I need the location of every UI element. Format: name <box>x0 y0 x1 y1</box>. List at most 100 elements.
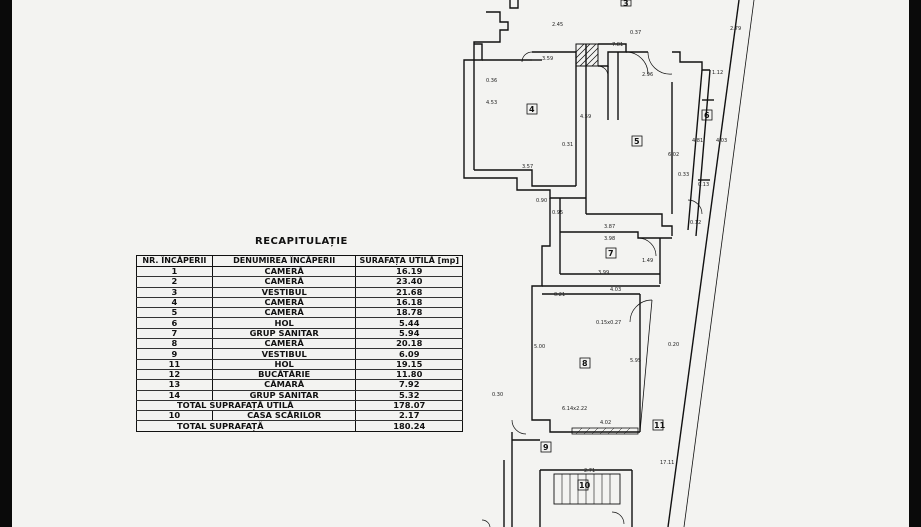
cell-nr: 5 <box>136 307 213 319</box>
dim-label: 3.98 <box>604 236 615 242</box>
cell-area: 20.18 <box>355 338 463 350</box>
room-label-3: 3 <box>623 0 629 8</box>
room-label-11: 11 <box>654 421 666 430</box>
room-label-8: 8 <box>582 359 588 368</box>
cell-area: 19.15 <box>355 359 463 370</box>
cell-nr: 6 <box>136 317 213 329</box>
cell-name: CASA SCĂRILOR <box>211 410 357 422</box>
dim-label: 1.49 <box>642 258 653 264</box>
cell-area: 11.80 <box>355 369 463 381</box>
cell-name: BUCĂTĂRIE <box>211 369 357 381</box>
cell-area: 23.40 <box>355 276 463 288</box>
dim-label: 4.03 <box>610 287 621 293</box>
cell-area: 21.68 <box>355 287 463 298</box>
dim-label: 2.79 <box>730 26 741 32</box>
cell-name: CAMERĂ <box>211 266 357 278</box>
cell-name: GRUP SANITAR <box>211 328 357 340</box>
scan-right-edge <box>909 0 921 527</box>
recap-header-row: NR. ÎNCĂPERII DENUMIREA ÎNCĂPERII SURAFA… <box>136 255 463 267</box>
floor-plan-sheet: 3 4 5 6 7 8 9 10 11 3.59 7.81 2.96 4.53 … <box>12 0 909 527</box>
dim-label: 0.15x0.27 <box>596 320 621 326</box>
total-row: TOTAL SUPRAFAȚĂ 180.24 <box>135 420 463 432</box>
dim-label: 0.90 <box>536 198 547 204</box>
cell-area: 5.44 <box>355 317 463 329</box>
total-area: 180.24 <box>355 420 463 432</box>
header-area: SURAFAȚA UTILĂ [mp] <box>355 255 463 267</box>
cell-nr: 4 <box>136 297 213 309</box>
room-label-7: 7 <box>608 249 614 258</box>
cell-nr: 3 <box>136 287 213 298</box>
total-util-area: 178.07 <box>355 400 463 412</box>
dim-label: 0.36 <box>486 78 497 84</box>
dim-label: 7.81 <box>612 42 623 48</box>
cell-name: GRUP SANITAR <box>211 390 357 401</box>
dim-label: 3.87 <box>604 224 615 230</box>
dim-label: 0.31 <box>562 142 573 148</box>
total-util-label: TOTAL SUPRAFAȚĂ UTILĂ <box>135 400 357 412</box>
room-label-10: 10 <box>579 481 591 490</box>
cell-name: VESTIBUL <box>211 287 357 298</box>
cell-name: CĂMARĂ <box>211 379 357 391</box>
dim-label: 0.20 <box>668 342 679 348</box>
cell-name: CAMERĂ <box>211 307 357 319</box>
header-nr: NR. ÎNCĂPERII <box>136 255 213 267</box>
cell-nr: 11 <box>136 359 213 370</box>
dim-label: 0.37 <box>630 30 641 36</box>
dim-label: 4.81 <box>692 138 703 144</box>
dim-label: 5.00 <box>534 344 545 350</box>
scan-left-edge <box>0 0 12 527</box>
total-util-row: TOTAL SUPRAFAȚĂ UTILĂ 178.07 <box>135 400 463 412</box>
dim-label: 1.12 <box>712 70 723 76</box>
recap-table: NR. ÎNCĂPERII DENUMIREA ÎNCĂPERII SURAFA… <box>135 255 463 432</box>
cell-nr: 9 <box>136 348 213 360</box>
dim-label: 17.11 <box>660 460 674 466</box>
cell-name: HOL <box>211 317 357 329</box>
dim-label: 6.14x2.22 <box>562 406 587 412</box>
cell-area: 16.18 <box>355 297 463 309</box>
dim-label: 0.13 <box>698 182 709 188</box>
dim-label: 2.71 <box>584 468 595 474</box>
cell-name: CAMERĂ <box>211 297 357 309</box>
cell-area: 7.92 <box>355 379 463 391</box>
dim-label: 4.59 <box>580 114 591 120</box>
dim-label: 0.95 <box>552 210 563 216</box>
dim-label: 6.02 <box>668 152 679 158</box>
dim-label: 4.53 <box>486 100 497 106</box>
cell-name: HOL <box>211 359 357 370</box>
cell-nr: 2 <box>136 276 213 288</box>
cell-area: 5.94 <box>355 328 463 340</box>
recap-title: RECAPITULAȚIE <box>255 236 348 247</box>
cell-nr: 14 <box>136 390 213 401</box>
room-label-4: 4 <box>529 105 535 114</box>
cell-nr: 1 <box>136 266 213 278</box>
dim-label: 2.96 <box>642 72 653 78</box>
cell-area: 16.19 <box>355 266 463 278</box>
dim-label: 4.03 <box>716 138 727 144</box>
dim-label: 4.02 <box>600 420 611 426</box>
total-label: TOTAL SUPRAFAȚĂ <box>135 420 357 432</box>
dim-label: 2.45 <box>552 22 563 28</box>
cell-nr: 7 <box>136 328 213 340</box>
dim-label: 3.99 <box>598 270 609 276</box>
cell-name: VESTIBUL <box>211 348 357 360</box>
room-label-5: 5 <box>634 137 640 146</box>
cell-area: 18.78 <box>355 307 463 319</box>
cell-nr: 13 <box>136 379 213 391</box>
dim-label: 0.30 <box>492 392 503 398</box>
stairs-row: 10 CASA SCĂRILOR 2.17 <box>136 410 463 422</box>
cell-area: 5.32 <box>355 390 463 401</box>
room-label-9: 9 <box>543 443 549 452</box>
dim-label: 0.21 <box>554 292 565 298</box>
dim-label: 5.95 <box>630 358 641 364</box>
cell-nr: 12 <box>136 369 213 381</box>
